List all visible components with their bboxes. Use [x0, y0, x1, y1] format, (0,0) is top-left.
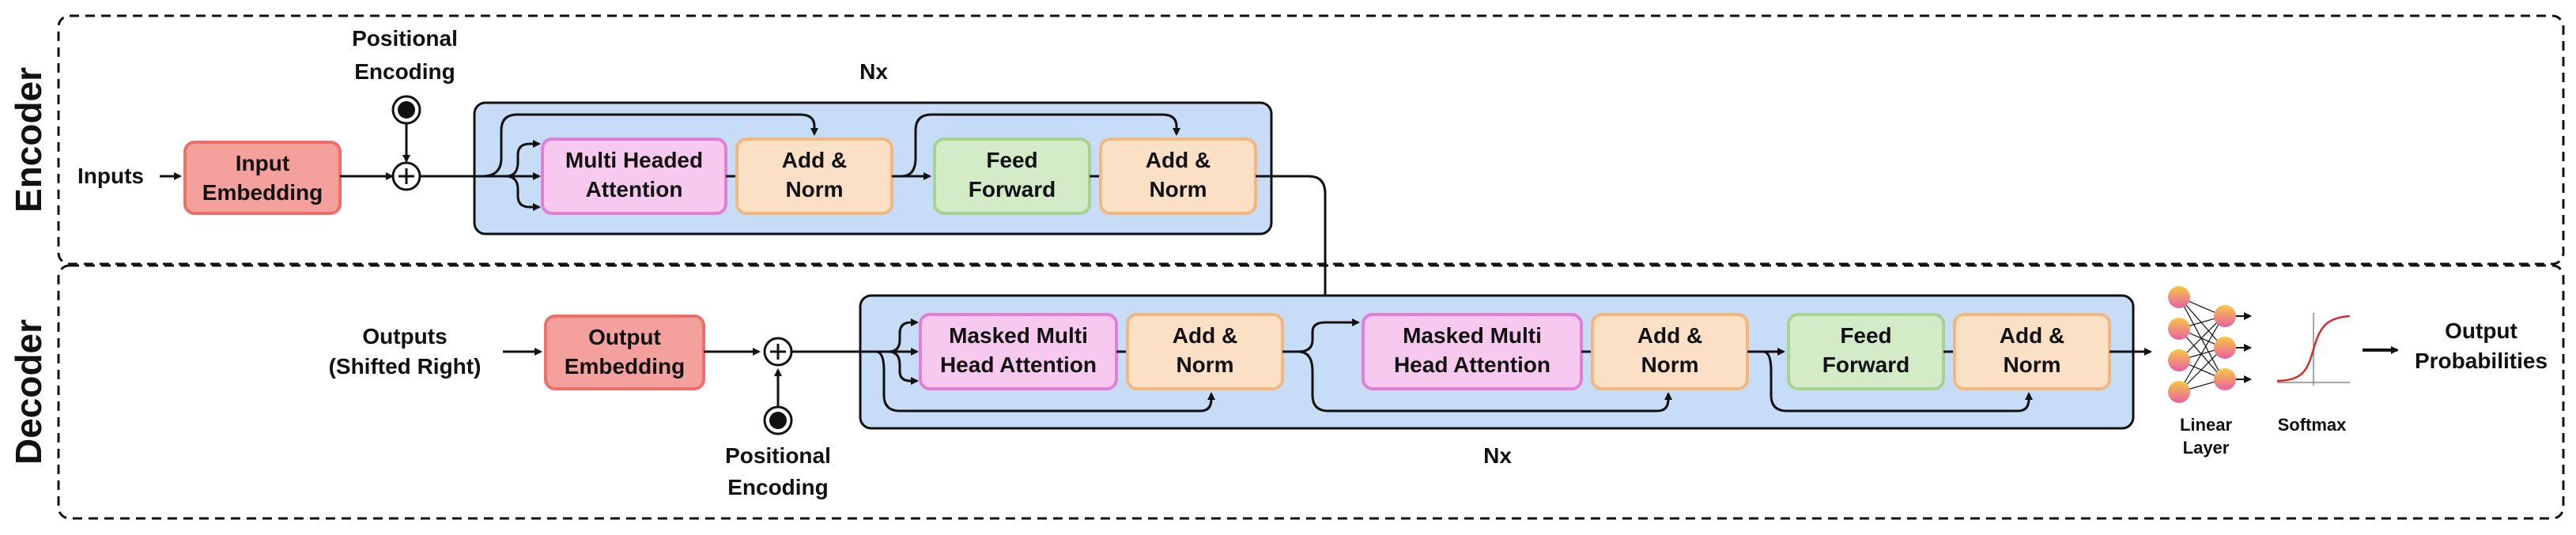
- output-probabilities-line1: Output: [2445, 318, 2517, 343]
- decoder-section-label: Decoder: [8, 319, 49, 465]
- encoder-add-norm-1-line1: Add &: [782, 148, 847, 172]
- linear-layer-icon: [2168, 286, 2252, 403]
- decoder-feed-forward-line2: Forward: [1822, 352, 1909, 377]
- decoder-add-icon: [763, 337, 793, 367]
- encoder-add-norm-1-block: Add & Norm: [735, 138, 893, 215]
- softmax-icon: [2276, 313, 2351, 386]
- decoder-add-norm-1-line2: Norm: [1176, 352, 1233, 377]
- decoder-feed-forward-block: Feed Forward: [1787, 313, 1945, 390]
- decoder-add-norm-2-block: Add & Norm: [1591, 313, 1749, 390]
- masked-attention-1-line1: Masked Multi: [949, 323, 1088, 348]
- decoder-add-norm-3-line1: Add &: [2000, 323, 2064, 348]
- input-embedding-block: Input Embedding: [183, 141, 342, 215]
- encoder-add-norm-1-line2: Norm: [785, 177, 843, 202]
- encoder-positional-encoding-line2: Encoding: [354, 59, 455, 84]
- decoder-feed-forward-line1: Feed: [1840, 323, 1891, 348]
- encoder-add-icon: [391, 161, 421, 191]
- output-embedding-block: Output Embedding: [544, 315, 705, 390]
- linear-layer-line2: Layer: [2183, 438, 2230, 458]
- masked-attention-2-block: Masked Multi Head Attention: [1362, 313, 1583, 390]
- outputs-label-line1: Outputs: [362, 324, 447, 349]
- encoder-add-norm-2-line2: Norm: [1149, 177, 1207, 202]
- encoder-positional-encoding-icon: [391, 95, 421, 125]
- decoder-nx-label: Nx: [1483, 443, 1512, 468]
- output-embedding-line1: Output: [588, 325, 661, 349]
- decoder-add-norm-3-block: Add & Norm: [1953, 313, 2111, 390]
- decoder-positional-encoding-line2: Encoding: [727, 475, 829, 499]
- masked-attention-1-block: Masked Multi Head Attention: [919, 313, 1118, 390]
- encoder-section-label: Encoder: [8, 67, 49, 213]
- masked-attention-1-line2: Head Attention: [940, 352, 1097, 377]
- decoder-add-norm-1-line1: Add &: [1173, 323, 1237, 348]
- encoder-feed-forward-line2: Forward: [969, 177, 1056, 202]
- multi-headed-attention-line2: Attention: [586, 177, 683, 202]
- output-probabilities-line2: Probabilities: [2415, 349, 2548, 373]
- encoder-add-norm-2-line1: Add &: [1146, 148, 1211, 172]
- decoder-add-norm-2-line2: Norm: [1641, 352, 1698, 377]
- softmax-label: Softmax: [2278, 415, 2347, 435]
- encoder-section-border: [57, 14, 2565, 266]
- multi-headed-attention-block: Multi Headed Attention: [541, 138, 727, 215]
- decoder-add-norm-2-line1: Add &: [1637, 323, 1702, 348]
- output-embedding-line2: Embedding: [565, 354, 685, 379]
- decoder-add-norm-1-block: Add & Norm: [1126, 313, 1284, 390]
- input-embedding-line2: Embedding: [202, 180, 323, 205]
- encoder-feed-forward-block: Feed Forward: [933, 138, 1091, 215]
- linear-layer-line1: Linear: [2180, 415, 2232, 435]
- input-embedding-line1: Input: [236, 151, 289, 175]
- masked-attention-2-line1: Masked Multi: [1403, 323, 1542, 348]
- masked-attention-2-line2: Head Attention: [1394, 352, 1551, 377]
- decoder-add-norm-3-line2: Norm: [2003, 352, 2060, 377]
- decoder-positional-encoding-icon: [763, 405, 793, 435]
- encoder-feed-forward-line1: Feed: [986, 148, 1037, 172]
- decoder-positional-encoding-line1: Positional: [725, 443, 831, 468]
- outputs-label-line2: (Shifted Right): [329, 354, 482, 379]
- multi-headed-attention-line1: Multi Headed: [565, 148, 703, 172]
- encoder-add-norm-2-block: Add & Norm: [1099, 138, 1257, 215]
- inputs-label: Inputs: [77, 164, 144, 188]
- encoder-nx-label: Nx: [859, 59, 888, 84]
- decoder-section-border: [57, 264, 2565, 520]
- encoder-positional-encoding-line1: Positional: [352, 26, 458, 51]
